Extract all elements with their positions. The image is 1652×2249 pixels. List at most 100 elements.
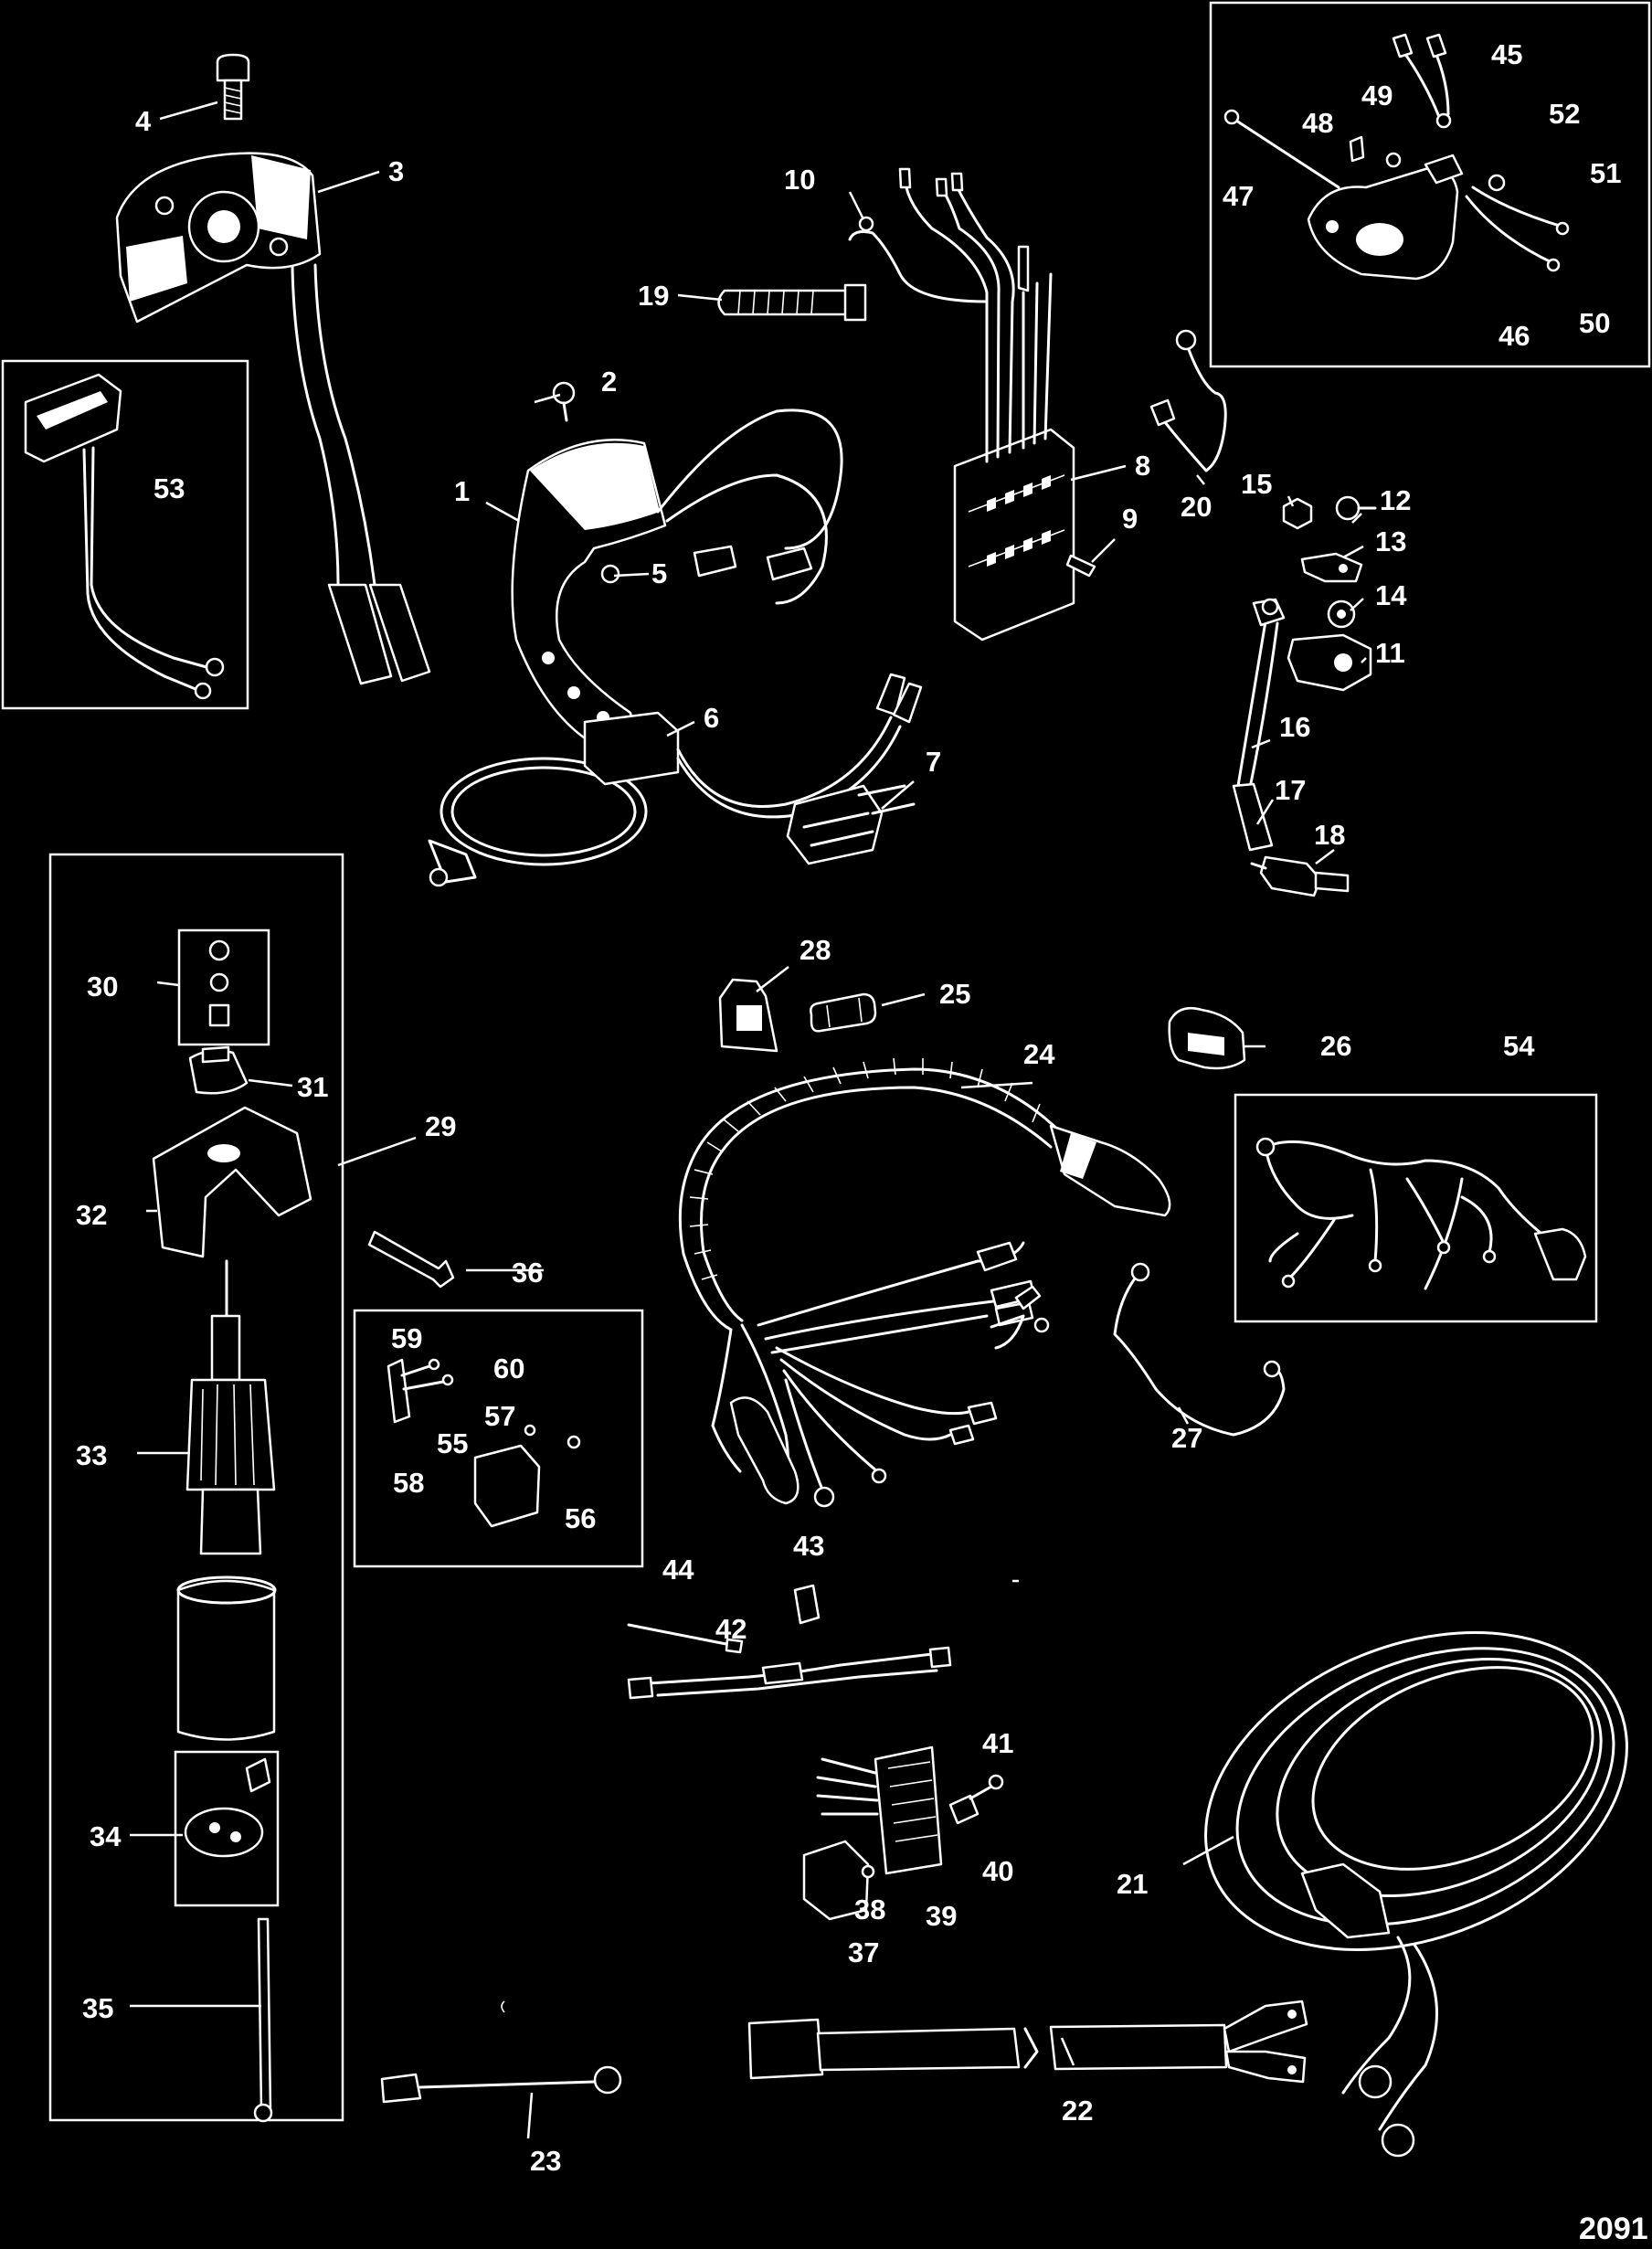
callout-29: 29 <box>425 1110 456 1142</box>
inset-box-30 <box>177 928 270 1046</box>
callout-20: 20 <box>1181 491 1212 523</box>
part-13-terminal <box>1300 552 1363 583</box>
part-43-terminal <box>793 1584 821 1625</box>
part-52-nut <box>1488 174 1506 192</box>
callout-23: 23 <box>530 2145 561 2177</box>
part-37-38-rectifier <box>802 1840 875 1921</box>
part-47-lead <box>1223 109 1340 189</box>
callout-24: 24 <box>1023 1038 1055 1070</box>
callout-5: 5 <box>651 557 667 589</box>
part-28-clip <box>718 978 778 1053</box>
callout-39: 39 <box>926 1900 957 1932</box>
callout-31: 31 <box>297 1071 328 1103</box>
part-48-screw <box>1349 135 1365 163</box>
part-16-plug-lead <box>1236 598 1286 790</box>
callout-32: 32 <box>76 1199 107 1231</box>
part-22-battery-cable <box>747 2000 1308 2084</box>
callout-15: 15 <box>1241 468 1272 500</box>
callout-54: 54 <box>1503 1030 1535 1062</box>
callout-56: 56 <box>565 1502 596 1534</box>
part-25-fuse <box>810 992 877 1033</box>
callout-44: 44 <box>662 1554 694 1586</box>
callout-28: 28 <box>800 934 831 966</box>
part-45-leads <box>1392 33 1452 129</box>
callout-7: 7 <box>926 746 941 778</box>
callout-12: 12 <box>1380 484 1411 516</box>
part-35-through-bolt <box>253 1917 273 2123</box>
leader-lines <box>130 101 1367 2139</box>
inset-box-53 <box>1 359 249 710</box>
callout-3: 3 <box>388 155 404 187</box>
part-56-57-screws <box>524 1424 581 1449</box>
part-55-relay <box>473 1444 541 1528</box>
part-27-lead <box>1113 1262 1286 1437</box>
callout-38: 38 <box>854 1894 885 1925</box>
part-10-screw <box>858 216 874 232</box>
part-30-hardware <box>208 939 230 1027</box>
callout-49: 49 <box>1361 80 1393 111</box>
inset-box-34 <box>174 1750 280 1907</box>
part-15-nut <box>1282 497 1313 530</box>
part-14-washer <box>1327 599 1356 629</box>
part-31-cap <box>188 1045 249 1095</box>
callout-26: 26 <box>1320 1030 1351 1062</box>
callout-2: 2 <box>601 366 617 398</box>
callout-16: 16 <box>1279 711 1310 743</box>
callout-4: 4 <box>135 105 152 137</box>
part-2-screw <box>552 381 576 422</box>
part-frame-cylinder <box>176 1575 277 1741</box>
part-17-plug-boot <box>1232 782 1274 852</box>
callout-37: 37 <box>848 1936 879 1968</box>
callout-25: 25 <box>939 978 970 1010</box>
part-20-ground-lead <box>1149 329 1227 472</box>
callout-33: 33 <box>76 1439 107 1471</box>
part-6-charge-coil <box>428 673 923 887</box>
part-19-bolt <box>717 283 867 322</box>
part-54-harness <box>1255 1137 1587 1290</box>
callout-40: 40 <box>982 1855 1013 1887</box>
callout-6: 6 <box>704 702 719 734</box>
callout-36: 36 <box>512 1257 543 1289</box>
part-8-switch-box <box>848 167 1075 642</box>
callout-17: 17 <box>1275 774 1306 806</box>
part-42-lead <box>627 1646 952 1700</box>
callout-27: 27 <box>1171 1422 1202 1454</box>
part-21-extension-harness <box>1204 1631 1628 2158</box>
callout-19: 19 <box>638 280 669 312</box>
callout-1: 1 <box>454 475 470 507</box>
part-53-lead <box>24 373 225 700</box>
part-26-cap <box>1168 1006 1246 1070</box>
part-24-wiring-harness <box>678 1057 1171 1508</box>
callout-10: 10 <box>784 164 815 196</box>
part-32-bracket <box>152 1106 312 1258</box>
callout-11: 11 <box>1375 637 1405 669</box>
part-33-starter-armature <box>185 1259 276 1555</box>
callout-22: 22 <box>1062 2095 1093 2127</box>
callout-9: 9 <box>1122 503 1138 535</box>
part-39-terminal-block <box>816 1745 943 1875</box>
callout-55: 55 <box>437 1427 468 1459</box>
figure-number: 2091 <box>1579 2212 1648 2246</box>
part-40-41-hardware <box>948 1774 1004 1825</box>
part-7-terminal <box>786 784 916 865</box>
callout-42: 42 <box>715 1613 747 1645</box>
part-18-spark-plug <box>1250 855 1350 897</box>
part-49-nut <box>1385 152 1402 168</box>
inset-box-55-60 <box>353 1309 644 1568</box>
callout-57: 57 <box>484 1400 515 1432</box>
part-1-trigger <box>511 408 843 751</box>
callout-30: 30 <box>87 971 118 1003</box>
callout-50: 50 <box>1579 307 1610 339</box>
callout-41: 41 <box>982 1727 1013 1759</box>
callout-14: 14 <box>1375 579 1407 611</box>
callout-45: 45 <box>1491 38 1522 70</box>
part-11-coil <box>1287 633 1372 692</box>
part-3-stator <box>115 152 431 685</box>
part-36-bolt <box>367 1230 455 1289</box>
inset-box-29-36 <box>48 853 344 2122</box>
part-50-51-lead <box>1465 186 1570 272</box>
part-4-bolt <box>216 53 250 121</box>
callout-51: 51 <box>1590 157 1621 189</box>
callout-8: 8 <box>1135 450 1150 482</box>
